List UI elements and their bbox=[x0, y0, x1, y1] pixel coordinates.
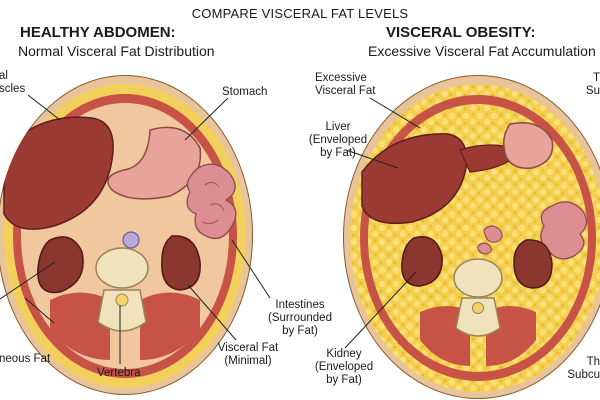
liver-label-line3: by Fat) bbox=[320, 147, 356, 159]
right-bottom-label-cut: Th Subcu bbox=[567, 356, 600, 382]
right-bottom-label-line1: Th bbox=[586, 356, 600, 368]
kidney-label-line1: Kidney bbox=[326, 348, 362, 360]
obesity-cross-section bbox=[343, 75, 600, 399]
right-top-label-line2: Su bbox=[585, 85, 600, 97]
liver-label-line1: Liver bbox=[325, 121, 351, 133]
obesity-leader-lines bbox=[344, 97, 421, 349]
kidney-right bbox=[513, 239, 553, 289]
vertebra-label: Vertebra bbox=[97, 367, 141, 379]
healthy-leader-lines bbox=[0, 94, 271, 364]
healthy-subheading: Normal Visceral Fat Distribution bbox=[18, 43, 215, 59]
obesity-subheading: Excessive Visceral Fat Accumulation bbox=[368, 43, 596, 59]
kidney-label-line3: by Fat) bbox=[326, 374, 362, 386]
right-bottom-label-line2: Subcu bbox=[567, 369, 600, 381]
right-top-label-cut: T Su bbox=[586, 72, 600, 98]
liver bbox=[361, 133, 468, 224]
excessive-fat-label-line1: Excessive bbox=[315, 72, 367, 84]
kidney-left bbox=[37, 236, 84, 294]
intestines-label-line2: (Surrounded bbox=[268, 312, 332, 324]
liver-label-line2: (Enveloped bbox=[308, 134, 368, 146]
visceral-fat-label-line1: Visceral Fat bbox=[217, 342, 279, 354]
aorta bbox=[122, 231, 140, 249]
muscles-label-line2: scles bbox=[0, 83, 26, 95]
obesity-heading: VISCERAL OBESITY: bbox=[386, 24, 536, 41]
excessive-fat-label: Excessive Visceral Fat bbox=[315, 72, 376, 98]
visceral-fat-label: Visceral Fat (Minimal) bbox=[212, 342, 284, 368]
right-top-label-line1: T bbox=[592, 72, 600, 84]
kidney-label-line2: (Enveloped bbox=[314, 361, 374, 373]
stomach bbox=[503, 122, 554, 169]
liver-label: Liver (Enveloped by Fat) bbox=[306, 121, 370, 160]
intestines-label-line3: by Fat) bbox=[282, 325, 318, 337]
intestines-label: Intestines (Surrounded by Fat) bbox=[258, 299, 342, 338]
visceral-fat-label-line2: (Minimal) bbox=[224, 355, 272, 367]
stomach-label: Stomach bbox=[222, 86, 268, 98]
intestines-label-line1: Intestines bbox=[275, 299, 325, 311]
vertebra bbox=[95, 247, 149, 332]
back-muscle-left bbox=[50, 292, 110, 360]
intestines bbox=[186, 163, 237, 240]
muscles-label-line1: al bbox=[0, 70, 8, 82]
healthy-cross-section bbox=[0, 75, 253, 395]
subcutaneous-fat-label: neous Fat bbox=[0, 353, 51, 365]
intestines bbox=[477, 201, 588, 260]
kidney-left bbox=[401, 236, 443, 287]
liver bbox=[3, 116, 114, 230]
vertebra bbox=[453, 258, 503, 337]
stomach bbox=[107, 126, 202, 200]
back-muscle-right bbox=[140, 292, 200, 360]
muscles-label: al scles bbox=[0, 70, 25, 96]
figure-title: COMPARE VISCERAL FAT LEVELS bbox=[191, 6, 409, 21]
kidney-label: Kidney (Enveloped by Fat) bbox=[312, 348, 376, 387]
excessive-fat-label-line2: Visceral Fat bbox=[315, 85, 376, 97]
healthy-heading: HEALTHY ABDOMEN: bbox=[20, 24, 176, 41]
kidney-right bbox=[161, 235, 201, 291]
